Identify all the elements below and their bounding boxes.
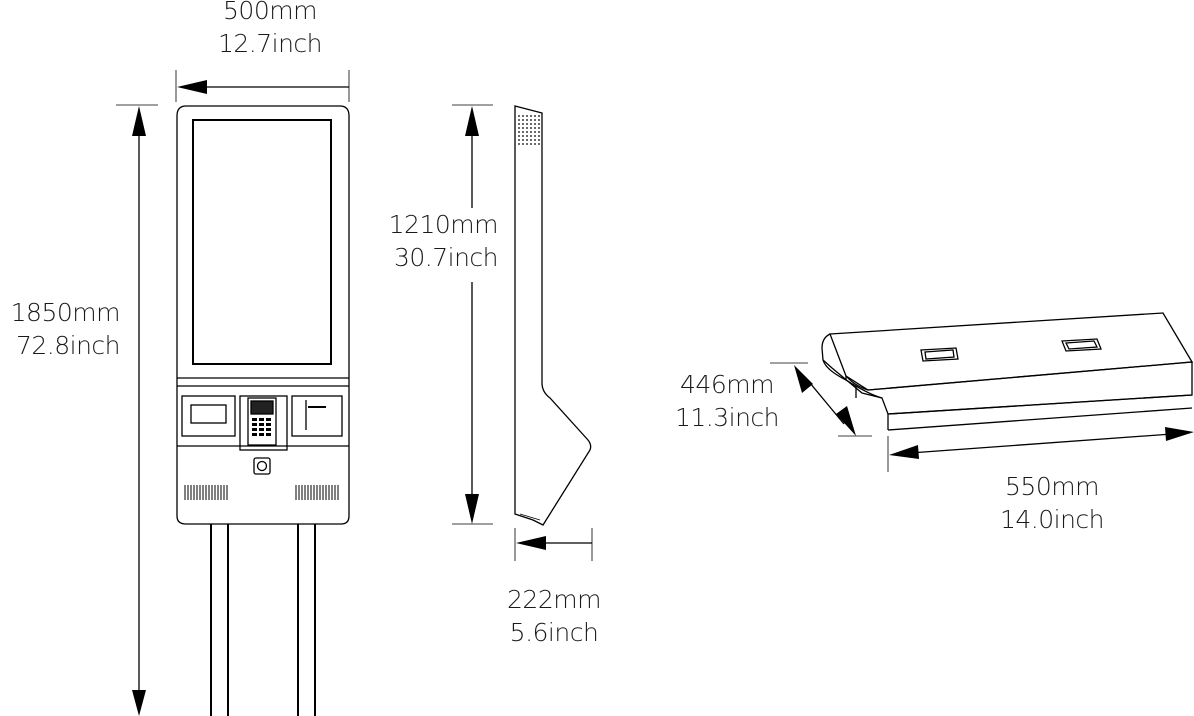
base-plate — [821, 312, 1194, 431]
base-width-dimension-line — [887, 427, 1194, 472]
front-width-label: 500mm 12.7inch — [205, 0, 335, 60]
side-view-kiosk — [514, 105, 592, 526]
side-height-label: 1210mm 30.7inch — [380, 208, 499, 274]
total-height-inch: 72.8inch — [15, 331, 121, 360]
side-depth-dimension-line — [514, 528, 593, 561]
base-depth-dimension-line — [770, 362, 872, 437]
printer-module — [291, 395, 343, 437]
front-view-kiosk — [176, 105, 350, 716]
card-reader-module — [181, 395, 236, 437]
front-width-inch: 12.7inch — [217, 29, 323, 58]
base-slot-right — [1061, 338, 1102, 352]
side-depth-inch: 5.6inch — [509, 618, 599, 647]
speaker-grille-right — [295, 485, 339, 500]
side-speaker-dots — [518, 115, 540, 145]
side-depth-label: 222mm 5.6inch — [494, 583, 614, 649]
base-depth-mm: 446mm — [680, 370, 774, 399]
side-depth-mm: 222mm — [507, 585, 601, 614]
side-height-mm: 1210mm — [388, 210, 499, 239]
speaker-grille-left — [184, 485, 228, 500]
side-height-dimension-line — [452, 104, 493, 525]
total-height-label: 1850mm 72.8inch — [0, 296, 121, 362]
base-depth-label: 446mm 11.3inch — [666, 368, 788, 434]
pin-pad — [239, 395, 288, 451]
total-height-mm: 1850mm — [10, 298, 121, 327]
base-depth-inch: 11.3inch — [674, 403, 780, 432]
base-width-mm: 550mm — [1005, 472, 1099, 501]
total-height-dimension-line — [116, 104, 158, 716]
side-height-inch: 30.7inch — [393, 243, 499, 272]
base-slot-left — [920, 347, 959, 362]
screen — [192, 119, 332, 365]
base-width-inch: 14.0inch — [999, 505, 1105, 534]
front-width-dimension-line — [175, 70, 350, 102]
base-width-label: 550mm 14.0inch — [990, 470, 1114, 536]
stand-legs — [210, 524, 316, 716]
front-width-mm: 500mm — [223, 0, 317, 25]
power-button — [253, 457, 271, 475]
